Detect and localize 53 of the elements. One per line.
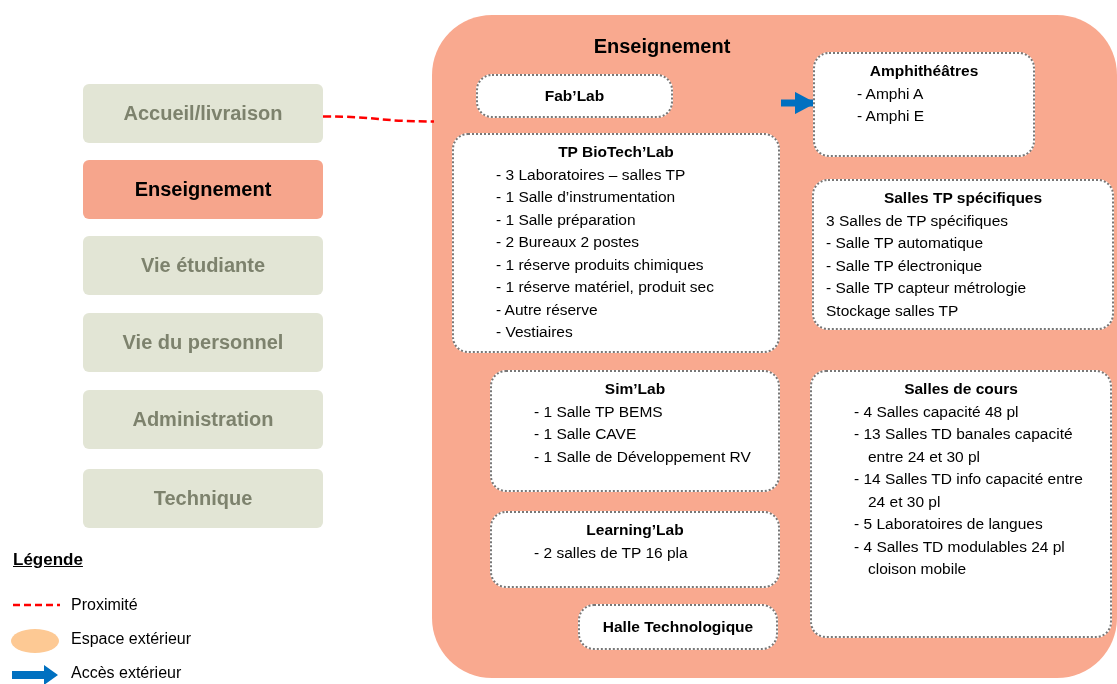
zone-box: Administration: [83, 390, 323, 449]
room-box: [578, 604, 778, 650]
list-item: Stockage salles TP: [825, 300, 960, 321]
room-heading: Sim’Lab: [603, 379, 667, 399]
list-item: - Salle TP électronique: [825, 255, 984, 276]
room-heading: Halle Technologique: [602, 616, 754, 637]
room-box: [490, 511, 780, 588]
list-item: - 2 Bureaux 2 postes: [495, 232, 641, 252]
zone-title: Enseignement: [592, 35, 732, 58]
zone-box: Enseignement: [83, 160, 323, 219]
room-box: [490, 370, 780, 492]
list-item: - 4 Salles TD modulables 24 pl cloison mobile: [853, 536, 1066, 579]
room-box: [813, 52, 1035, 157]
list-item: - 5 Laboratoires de langues: [853, 514, 1044, 534]
list-item: - 1 Salle d’instrumentation: [495, 187, 677, 207]
legend-label: Proximité: [71, 596, 138, 614]
room-heading: Fab’Lab: [544, 85, 605, 106]
room-box: [476, 74, 673, 118]
room-heading: Salles de cours: [903, 379, 1019, 399]
room-heading: Salles TP spécifiques: [882, 188, 1044, 208]
legend-label: Espace extérieur: [71, 630, 192, 648]
list-item: - Salle TP automatique: [825, 233, 985, 253]
list-item: - 1 Salle préparation: [495, 209, 637, 230]
room-box: [810, 370, 1112, 638]
legend-label: Accès extérieur: [71, 664, 182, 682]
room-heading: TP BioTech’Lab: [557, 142, 675, 162]
zone-area: [432, 15, 1117, 678]
room-heading: Learning’Lab: [585, 520, 685, 540]
list-item: - 1 réserve matériel, produit sec: [495, 277, 715, 297]
zone-box: Vie du personnel: [83, 313, 323, 372]
connector-line: [323, 115, 434, 123]
list-item: - 1 Salle de Développement RV: [533, 446, 752, 467]
list-item: - 1 Salle CAVE: [533, 424, 638, 444]
list-item: - 2 salles de TP 16 pla: [533, 542, 689, 563]
list-item: - Amphi A: [856, 83, 925, 104]
list-item: - 1 réserve produits chimiques: [495, 254, 705, 275]
zone-box: Vie étudiante: [83, 236, 323, 295]
room-box: [812, 179, 1114, 330]
list-item: 3 Salles de TP spécifiques: [825, 210, 1010, 231]
zone-box: Accueil/livraison: [83, 84, 323, 143]
list-item: - Amphi E: [856, 106, 926, 126]
room-box: [452, 133, 780, 353]
room-heading: Amphithéâtres: [868, 61, 980, 81]
list-item: - 1 Salle TP BEMS: [533, 401, 664, 422]
list-item: - 4 Salles capacité 48 pl: [853, 401, 1020, 422]
list-item: - Vestiaires: [495, 322, 574, 342]
list-item: - 13 Salles TD banales capacité entre 24 et 30 pl: [853, 424, 1074, 467]
list-item: - 3 Laboratoires – salles TP: [495, 164, 687, 185]
list-item: - Autre réserve: [495, 299, 599, 320]
legend-title: Légende: [13, 550, 83, 570]
list-item: - Salle TP capteur métrologie: [825, 278, 1028, 298]
list-item: - 14 Salles TD info capacité entre 24 et 30 pl: [853, 469, 1084, 512]
zone-box: Technique: [83, 469, 323, 528]
